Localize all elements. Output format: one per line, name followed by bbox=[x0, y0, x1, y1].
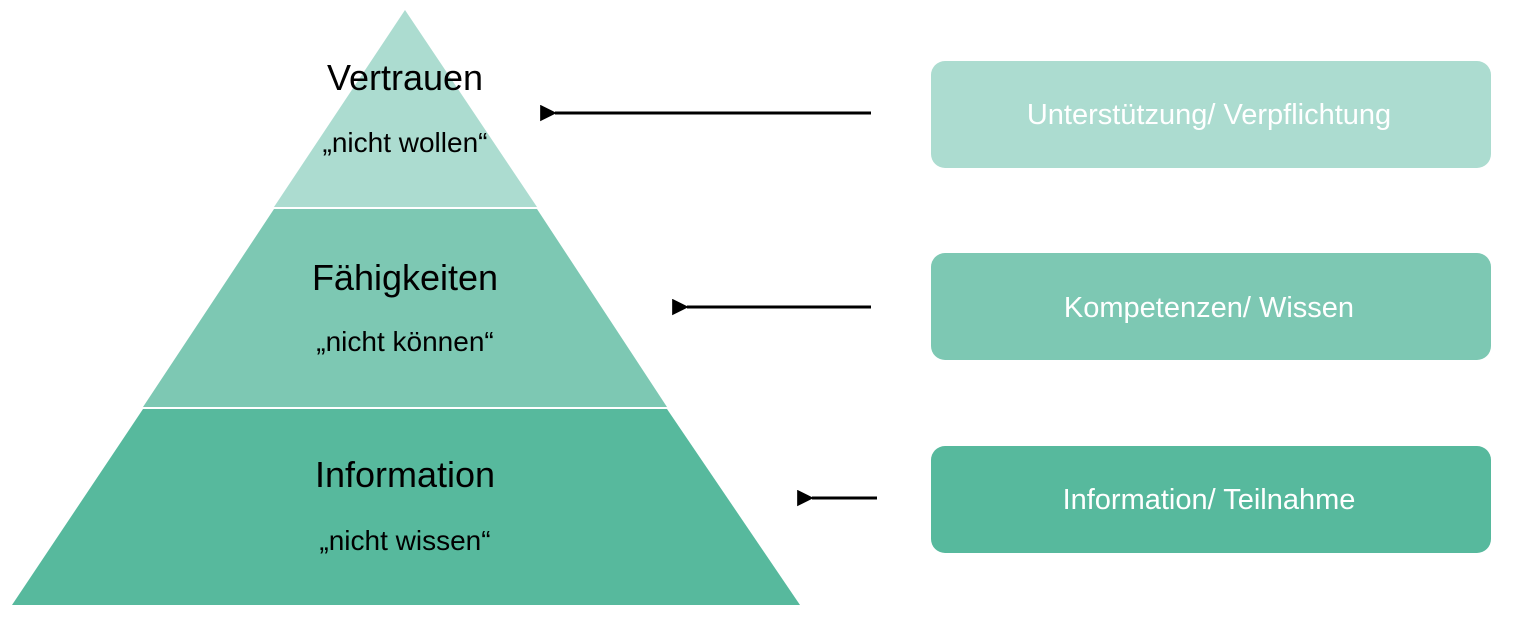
tier-title-middle: Fähigkeiten bbox=[312, 257, 498, 298]
pyramid-tier-bottom bbox=[12, 409, 800, 605]
box-label-bottom: Information/ Teilnahme bbox=[1063, 484, 1356, 516]
tier-subtitle-middle: „nicht können“ bbox=[316, 326, 493, 357]
box-middle bbox=[931, 253, 1491, 360]
box-label-middle: Kompetenzen/ Wissen bbox=[1064, 292, 1354, 324]
tier-title-bottom: Information bbox=[315, 454, 495, 495]
pyramid-tier-middle bbox=[143, 209, 667, 407]
tier-subtitle-bottom: „nicht wissen“ bbox=[319, 525, 490, 556]
tier-title-top: Vertrauen bbox=[327, 57, 483, 98]
box-label-top: Unterstützung/ Verpflichtung bbox=[1027, 99, 1391, 131]
box-top bbox=[931, 61, 1491, 168]
box-bottom bbox=[931, 446, 1491, 553]
tier-subtitle-top: „nicht wollen“ bbox=[323, 127, 488, 158]
pyramid-tier-top bbox=[274, 10, 537, 207]
